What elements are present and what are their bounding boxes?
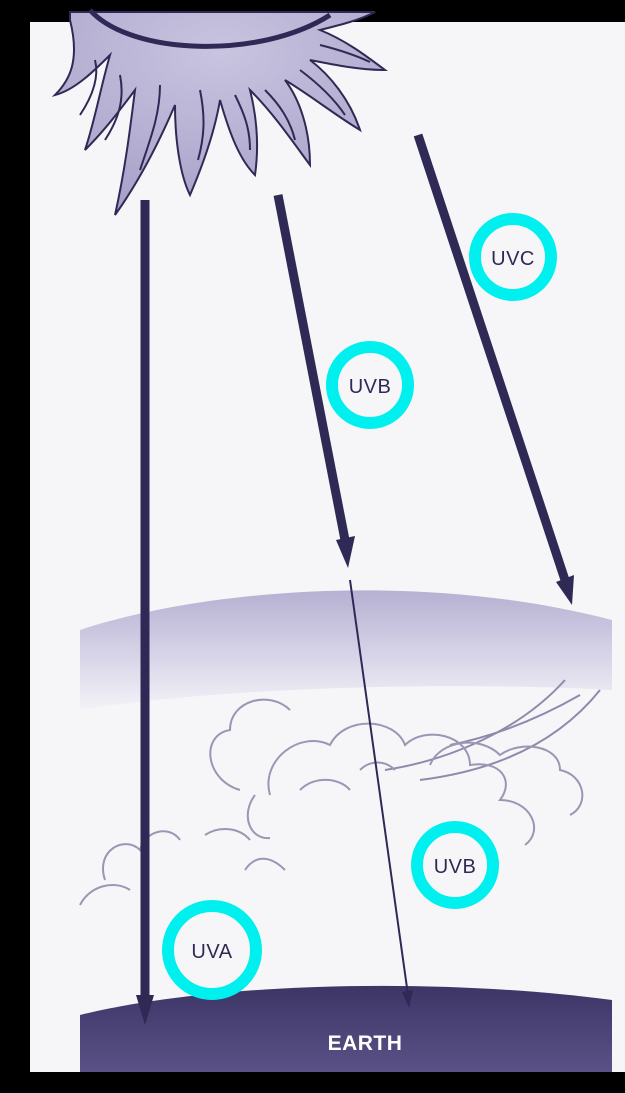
uvc-label: UVC: [491, 248, 535, 270]
earth-label: EARTH: [328, 1032, 403, 1055]
uvb-upper-label: UVB: [349, 376, 392, 398]
uva-label: UVA: [191, 941, 232, 963]
uvb-lower-label: UVB: [434, 856, 477, 878]
diagram-panel: [30, 22, 625, 1072]
